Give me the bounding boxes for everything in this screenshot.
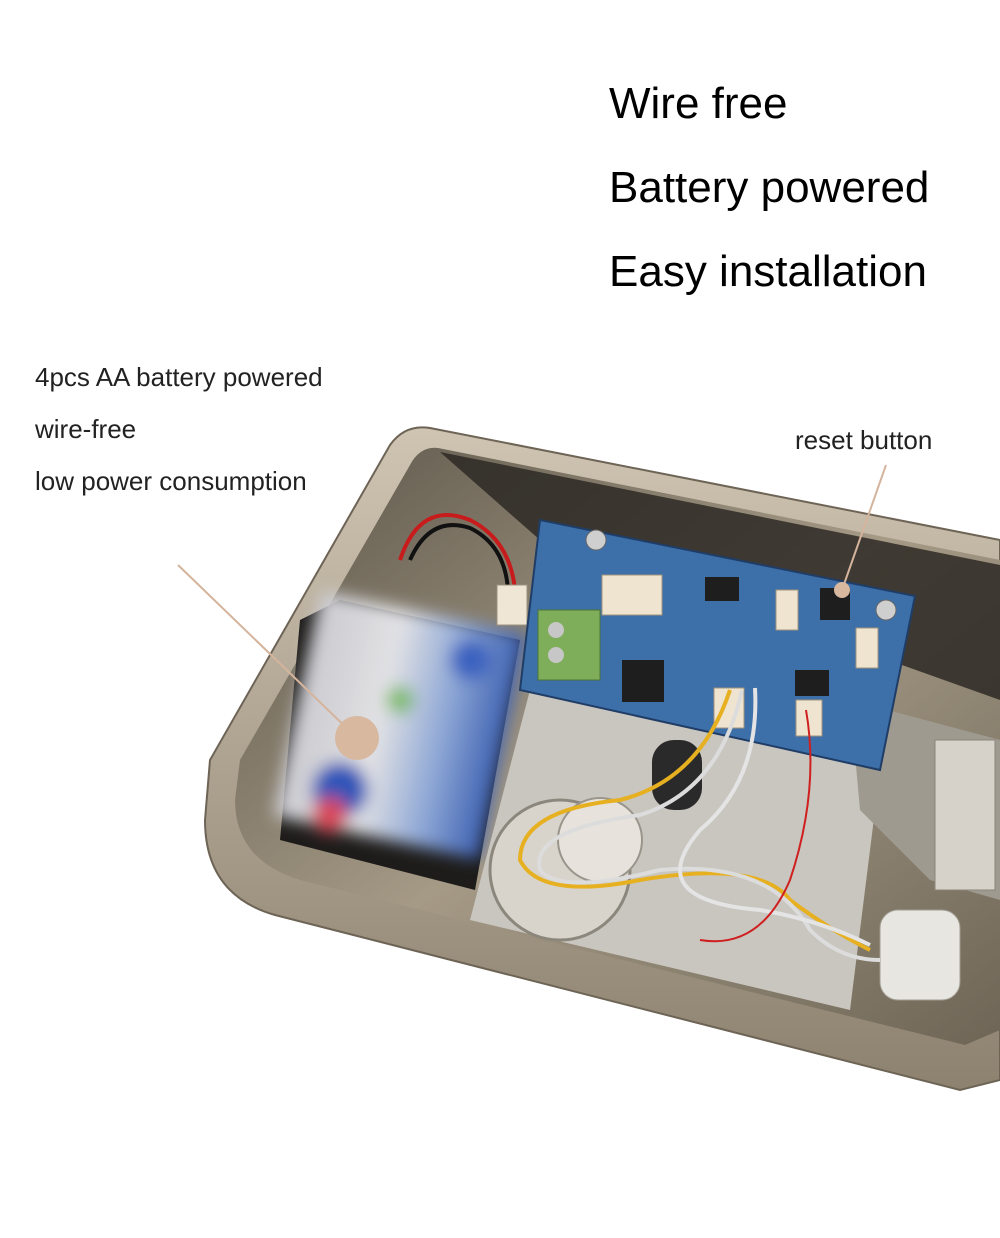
battery-callout (177, 564, 379, 760)
reset-button-callout (834, 464, 887, 598)
control-pcb (518, 518, 917, 772)
battery-pack (273, 513, 528, 890)
lock-mechanism (470, 690, 1000, 1010)
headline-easy-installation: Easy installation (609, 247, 927, 296)
headline-wire-free: Wire free (609, 79, 788, 128)
motor-wires (517, 687, 881, 962)
headline-battery-powered: Battery powered (609, 163, 930, 212)
feature-low-power: low power consumption (35, 466, 307, 496)
feature-wire-free: wire-free (35, 414, 137, 444)
feature-battery: 4pcs AA battery powered (35, 362, 323, 392)
reset-button-label: reset button (795, 425, 933, 455)
